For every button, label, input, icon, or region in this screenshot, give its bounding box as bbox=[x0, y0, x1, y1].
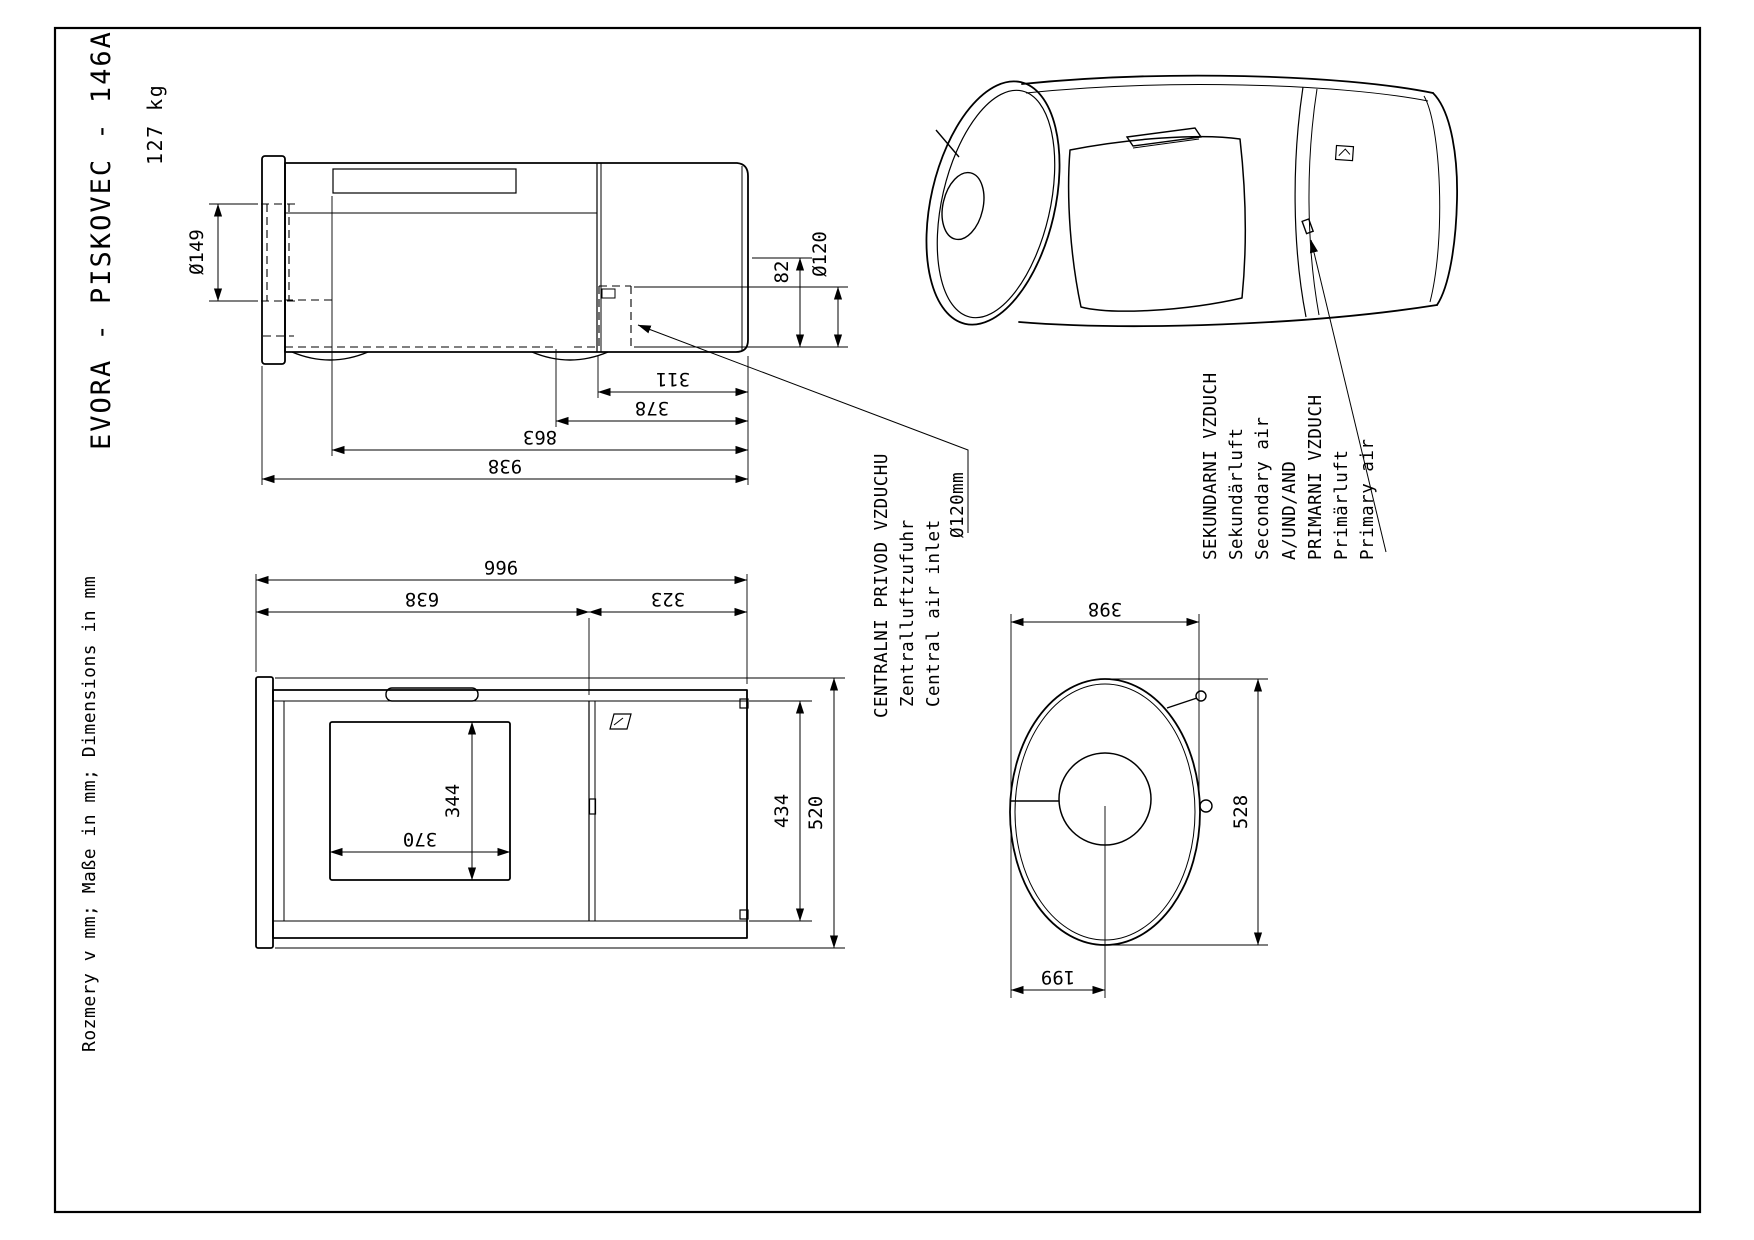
persp-door-seam-2 bbox=[1308, 88, 1320, 316]
dim-520: 520 bbox=[805, 677, 839, 949]
persp-end-cap-rim bbox=[936, 89, 1056, 319]
front-body-outline bbox=[272, 689, 748, 939]
persp-flue-hole bbox=[941, 171, 985, 241]
front-side-plate bbox=[255, 676, 274, 949]
front-glass-window bbox=[329, 721, 511, 881]
air-controls-line-1: SEKUNDARNI VZDUCH bbox=[1201, 372, 1221, 560]
dim-inlet-diameter: Ø120 bbox=[809, 231, 843, 348]
front-right-dims: 434 520 bbox=[275, 677, 845, 949]
dim-344-text: 344 bbox=[442, 784, 464, 818]
dim-370-text: 370 bbox=[403, 828, 437, 850]
persp-top-edge bbox=[1021, 74, 1434, 94]
end-handle-pin bbox=[1166, 697, 1198, 709]
dim-inlet-height-text: 82 bbox=[771, 261, 793, 284]
persp-emblem bbox=[1334, 144, 1355, 162]
dim-inlet-diameter-text: Ø120 bbox=[809, 231, 831, 277]
air-controls-line-7: Primary air bbox=[1358, 439, 1378, 560]
side-rear-plate bbox=[261, 155, 286, 365]
side-view: Ø149 82 Ø120 311 378 bbox=[186, 155, 848, 485]
title-block: EVORA - PISKOVEC - 146A 127 kg Rozmery v… bbox=[79, 30, 167, 1052]
persp-right-end bbox=[1432, 92, 1458, 306]
front-view: 966 638 323 344 370 bbox=[255, 556, 845, 949]
dim-378-text: 378 bbox=[635, 397, 669, 419]
side-body-outline bbox=[284, 162, 749, 353]
central-air-line-4: Ø120mm bbox=[948, 472, 968, 538]
air-controls-line-5: PRIMARNI VZDUCH bbox=[1306, 394, 1326, 560]
dim-966: 966 bbox=[255, 556, 748, 585]
air-controls-line-6: Primärluft bbox=[1332, 450, 1352, 560]
front-handle bbox=[385, 687, 479, 702]
persp-door-seam bbox=[1294, 86, 1307, 318]
side-base-arch-right bbox=[531, 351, 609, 361]
front-hinge-top bbox=[739, 698, 749, 709]
end-handle-ball bbox=[1195, 690, 1207, 702]
dim-378: 378 bbox=[555, 397, 749, 426]
side-air-inlet bbox=[598, 285, 632, 347]
dim-938: 938 bbox=[261, 455, 749, 484]
dim-434: 434 bbox=[771, 700, 805, 922]
weight-label: 127 kg bbox=[143, 84, 167, 165]
persp-cap-seam bbox=[935, 129, 960, 158]
dim-638-text: 638 bbox=[405, 588, 439, 610]
dim-638: 638 bbox=[255, 588, 590, 617]
dim-938-text: 938 bbox=[488, 455, 522, 477]
persp-right-end-seam bbox=[1423, 95, 1441, 303]
front-emblem bbox=[609, 713, 632, 730]
dim-434-text: 434 bbox=[771, 794, 793, 828]
dim-flue-diameter: Ø149 bbox=[186, 203, 258, 302]
central-air-line-1: CENTRALNI PRIVOD VZDUCHU bbox=[872, 453, 892, 718]
side-hidden-flue bbox=[261, 203, 296, 337]
dim-199-text: 199 bbox=[1041, 966, 1075, 988]
air-controls-line-2: Sekundärluft bbox=[1227, 428, 1247, 560]
dim-520-text: 520 bbox=[805, 796, 827, 830]
dim-199: 199 bbox=[1010, 806, 1106, 998]
persp-air-lever bbox=[1301, 218, 1315, 235]
persp-glass-window bbox=[1067, 135, 1246, 312]
dim-863: 863 bbox=[331, 426, 749, 455]
dim-528-text: 528 bbox=[1230, 795, 1252, 829]
dim-370: 370 bbox=[329, 828, 511, 857]
sheet-border bbox=[53, 26, 1702, 1214]
central-air-leader bbox=[637, 324, 969, 533]
persp-end-cap bbox=[925, 80, 1061, 326]
end-view: 398 528 199 bbox=[1009, 598, 1268, 998]
persp-top-seam bbox=[1025, 84, 1429, 102]
dim-323: 323 bbox=[588, 588, 748, 617]
dim-398-text: 398 bbox=[1088, 598, 1122, 620]
dim-inlet-height: 82 bbox=[634, 257, 848, 348]
dim-311-text: 311 bbox=[656, 368, 690, 390]
units-note: Rozmery v mm; Maße in mm; Dimensions in … bbox=[79, 576, 100, 1052]
model-title: EVORA - PISKOVEC - 146A bbox=[86, 30, 117, 450]
side-handle-groove bbox=[332, 168, 517, 194]
dim-528: 528 bbox=[1105, 678, 1268, 946]
air-controls-leader bbox=[1309, 239, 1387, 553]
dim-flue-diameter-text: Ø149 bbox=[186, 229, 208, 275]
dim-863-text: 863 bbox=[523, 426, 557, 448]
central-air-line-3: Central air inlet bbox=[924, 519, 944, 707]
air-controls-line-3: Secondary air bbox=[1253, 417, 1273, 560]
front-hinge-bottom bbox=[739, 909, 749, 920]
persp-handle bbox=[1125, 127, 1203, 147]
dim-398: 398 bbox=[1010, 598, 1200, 795]
side-base-arch-left bbox=[291, 351, 369, 361]
side-bottom-dims: 311 378 863 938 bbox=[261, 196, 749, 485]
dim-323-text: 323 bbox=[651, 588, 685, 610]
end-side-knob bbox=[1199, 799, 1213, 813]
dim-966-text: 966 bbox=[484, 556, 518, 578]
air-controls-line-4: A/UND/AND bbox=[1280, 461, 1300, 560]
dim-311: 311 bbox=[597, 368, 749, 397]
front-latch bbox=[588, 798, 597, 815]
dim-344: 344 bbox=[442, 721, 477, 881]
perspective-view bbox=[925, 74, 1458, 327]
central-air-note: CENTRALNI PRIVOD VZDUCHU Zentralluftzufu… bbox=[637, 324, 969, 718]
central-air-line-2: Zentralluftzufuhr bbox=[898, 519, 918, 707]
front-top-dims: 966 638 323 bbox=[255, 556, 748, 695]
persp-bottom-edge bbox=[1018, 304, 1438, 327]
air-controls-note: SEKUNDARNI VZDUCH Sekundärluft Secondary… bbox=[1201, 239, 1387, 560]
persp-handle-shadow bbox=[1132, 138, 1200, 149]
